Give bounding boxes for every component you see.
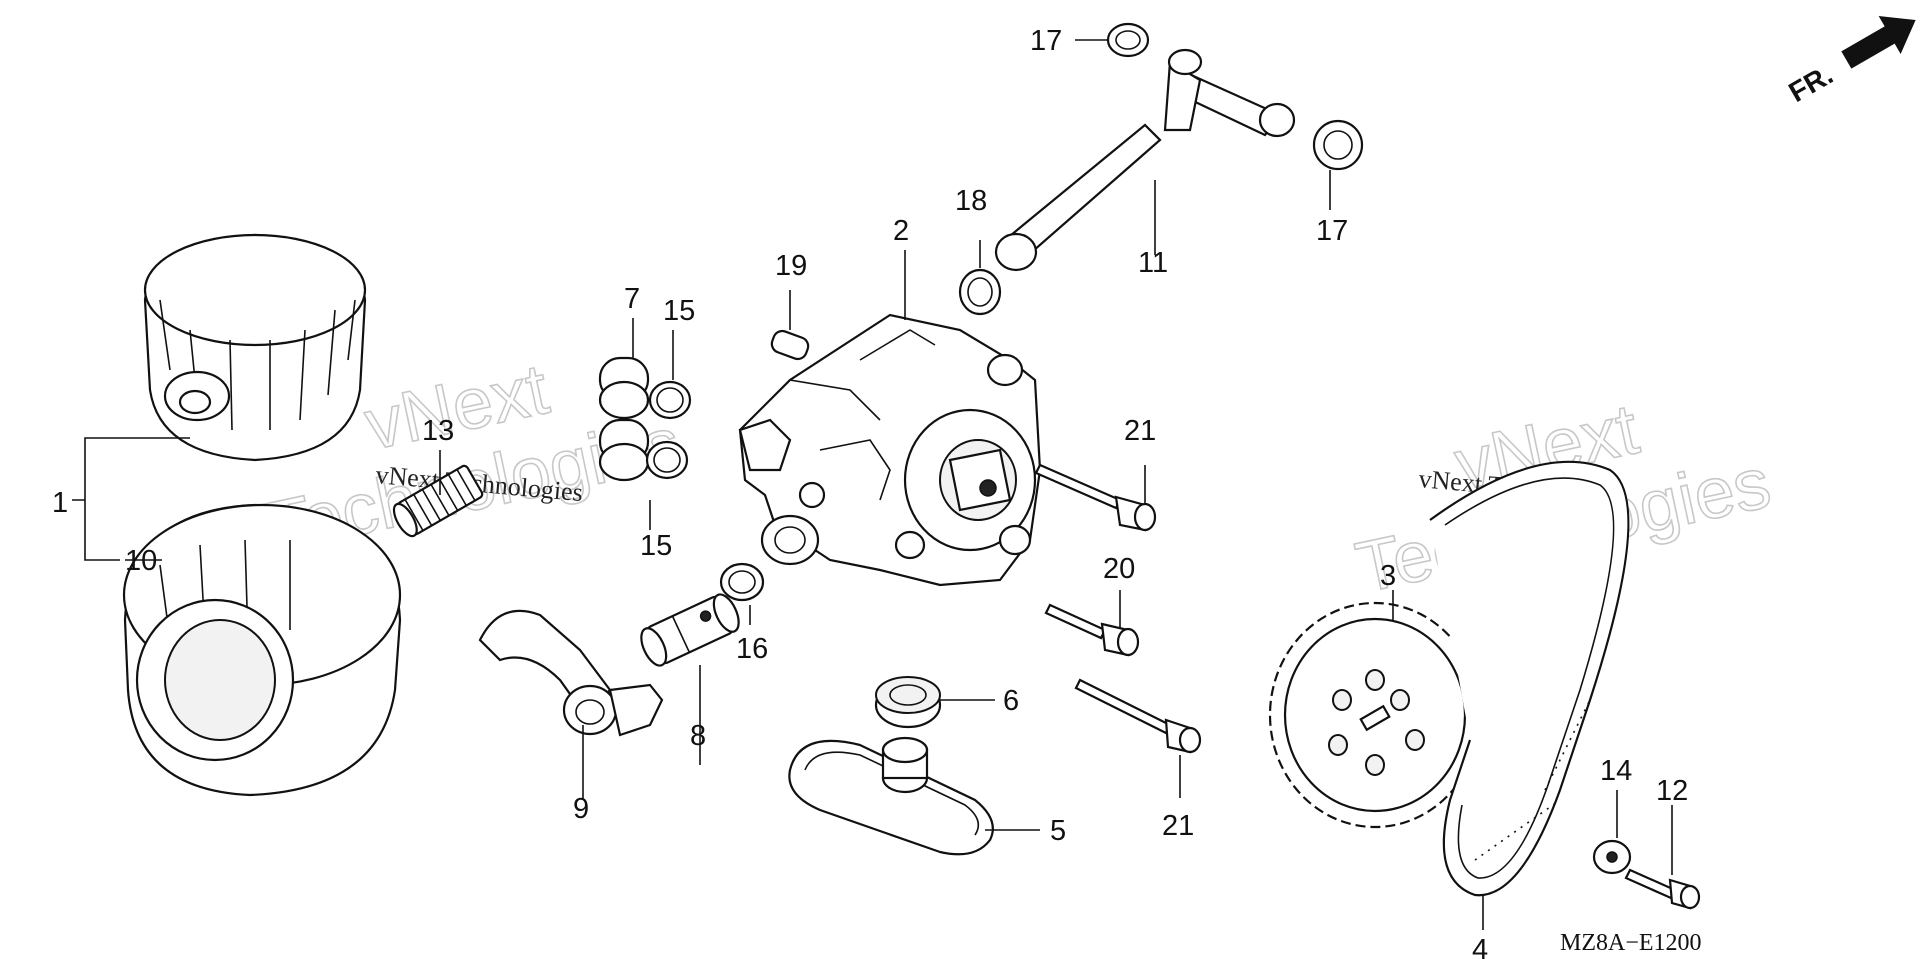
callout-3: 3 [1380,560,1396,592]
oil-pump-assembly [738,313,1042,587]
callout-12: 12 [1656,775,1688,807]
o-ring-16 [719,562,765,602]
callout-15-top: 15 [663,295,695,327]
oil-strainer [478,609,664,737]
front-direction-label: FR. [1784,59,1839,108]
callout-8: 8 [690,720,706,752]
bracket-1-10 [72,437,190,561]
oil-filter-cap [143,233,367,462]
callout-7: 7 [624,283,640,315]
pipe-seal-top [1106,22,1150,58]
o-ring-18 [958,268,1002,316]
oil-seal [874,676,942,729]
relief-valve [640,593,740,667]
callout-1: 1 [52,487,68,519]
callout-17-right: 17 [1316,215,1348,247]
callout-11: 11 [1138,247,1168,279]
washer-14 [1592,839,1632,875]
oil-filter [122,503,402,797]
leader-lines [125,39,1673,930]
bolt-21-upper [1034,463,1157,532]
pump-drive-sprocket [1268,601,1482,829]
callout-19: 19 [775,250,807,282]
callout-14: 14 [1600,755,1632,787]
o-rings-15 [645,380,692,480]
callout-5: 5 [1050,815,1066,847]
callout-20: 20 [1103,553,1135,585]
callout-13: 13 [422,415,454,447]
callout-4: 4 [1472,934,1488,959]
bolt-12 [1624,868,1701,910]
callout-2: 2 [893,215,909,247]
pipe-seal-right [1312,119,1364,171]
callout-21-upper: 21 [1124,415,1156,447]
callout-15-bottom: 15 [640,530,672,562]
diagram-code: MZ8A−E1200 [1560,930,1702,956]
front-arrow-icon [1841,15,1916,69]
dowel-pin [770,329,810,361]
callout-9: 9 [573,793,589,825]
dowel-collars [598,356,650,482]
filter-union-bolt [392,464,484,538]
callout-16: 16 [736,633,768,665]
bolt-20 [1044,603,1140,657]
bolt-21-lower [1074,678,1202,754]
callout-labels: 1 2 3 4 5 6 7 8 9 10 11 12 13 14 15 15 1… [52,25,1688,959]
callout-17-top: 17 [1030,25,1062,57]
oil-pipe [994,48,1296,272]
pump-drive-chain [1429,460,1630,897]
pump-cover-plate [788,736,994,856]
callout-6: 6 [1003,685,1019,717]
front-direction-indicator: FR. [1784,15,1916,108]
callout-21-lower: 21 [1162,810,1194,842]
callout-10: 10 [125,545,157,577]
callout-18: 18 [955,185,987,217]
